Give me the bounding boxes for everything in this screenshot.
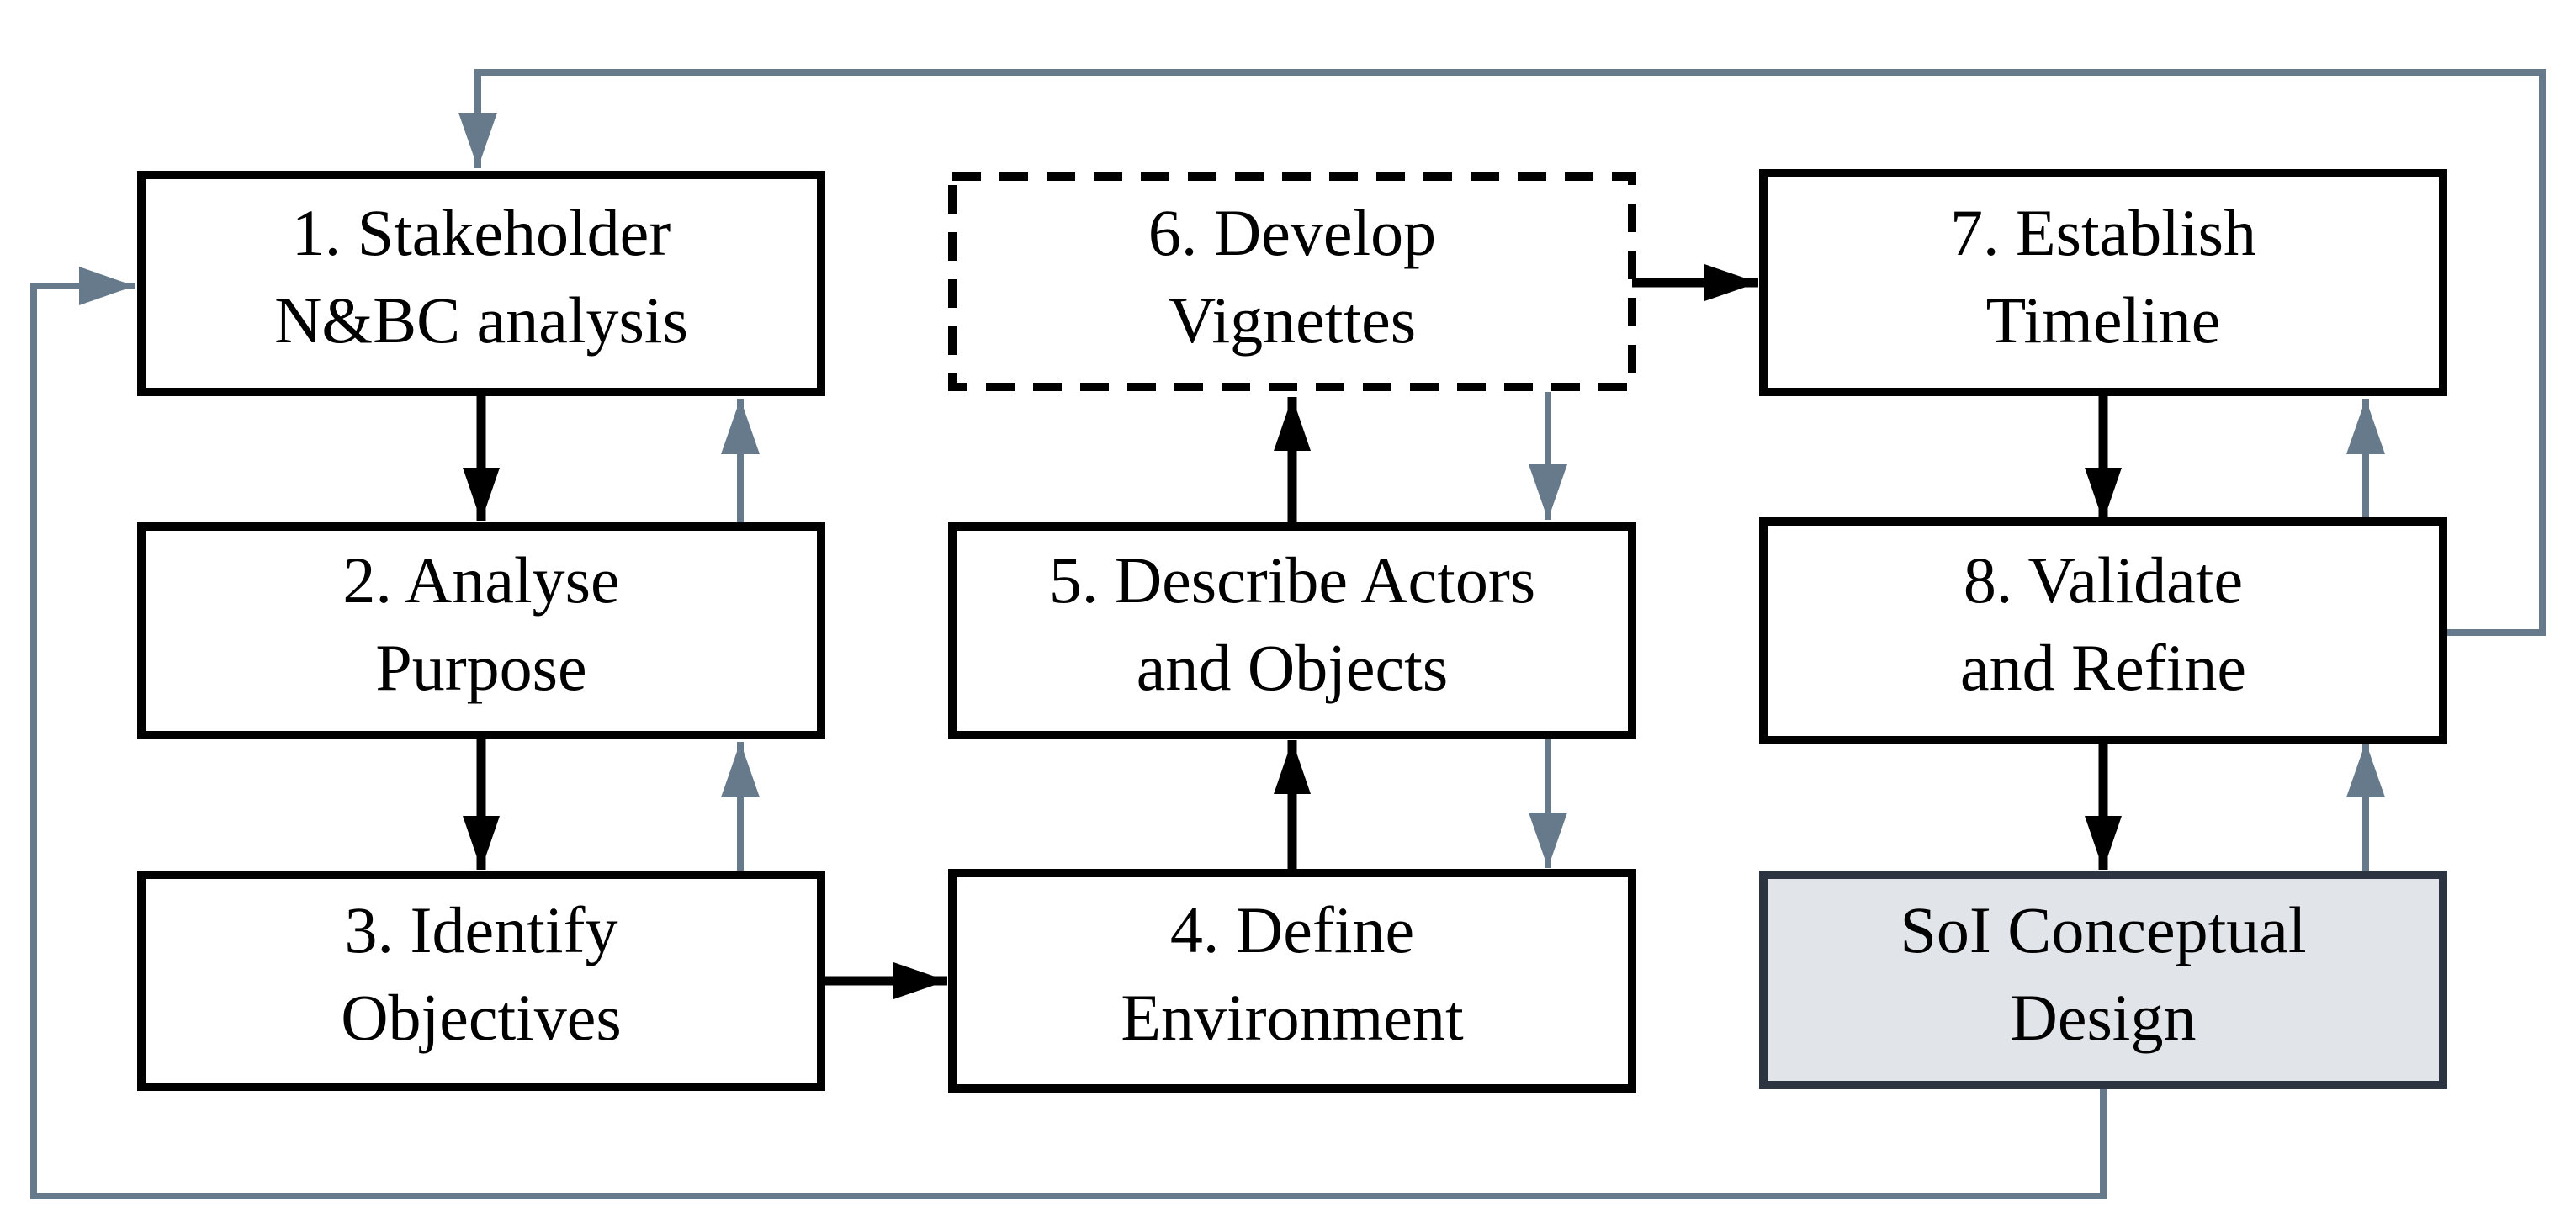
box-step-6-label-line1: 6. Develop [1148,196,1436,269]
box-soi-output-label-line2: Design [2011,981,2197,1054]
box-step-3 [137,871,825,1091]
main-flow-arrows [463,264,2122,999]
box-soi-output-label-line1: SoI Conceptual [1900,893,2306,966]
box-step-8-label-line1: 8. Validate [1964,543,2243,617]
box-step-4-label-line1: 4. Define [1170,893,1414,966]
box-step-7-label-line1: 7. Establish [1950,196,2256,269]
box-step-2-label-line2: Purpose [375,631,586,704]
box-soi-output [1759,871,2447,1089]
box-step-5 [948,522,1636,739]
box-step-1-label-line2: N&BC analysis [274,283,688,357]
box-step-1-label-line1: 1. Stakeholder [292,196,671,269]
box-step-2-label-line1: 2. Analyse [342,543,619,617]
box-step-2 [137,522,825,739]
box-step-3-label-line1: 3. Identify [345,893,618,966]
box-step-5-label-line1: 5. Describe Actors [1049,543,1535,617]
process-boxes [137,169,2447,1093]
box-step-5-label-line2: and Objects [1137,631,1448,704]
box-step-7-label-line2: Timeline [1986,283,2221,357]
box-step-1 [137,171,825,396]
feedback-loops [30,69,2546,1199]
box-step-4 [948,869,1636,1093]
box-step-6 [948,172,1636,391]
feedback-arrows [721,392,2385,875]
box-step-3-label-line2: Objectives [341,981,622,1054]
arrow-feedback-soi-to-1-outer-bottom-loop [30,267,2107,1199]
box-step-6-label-line2: Vignettes [1169,283,1416,357]
box-step-7 [1759,169,2447,396]
box-step-8 [1759,517,2447,744]
arrow-feedback-8-to-1-outer-top-loop [458,69,2546,636]
box-step-4-label-line2: Environment [1121,981,1464,1054]
box-labels: 1. Stakeholder N&BC analysis 2. Analyse … [274,196,2306,1054]
box-step-8-label-line2: and Refine [1960,631,2246,704]
